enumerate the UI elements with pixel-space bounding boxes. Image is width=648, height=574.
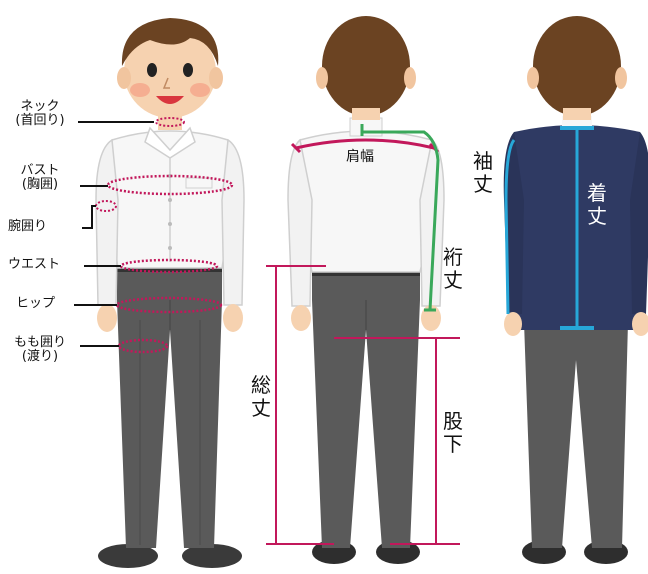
neck-label: ネック (首回り): [15, 99, 65, 129]
thigh-loop: [117, 338, 169, 354]
body-length-label: 着丈: [587, 181, 607, 228]
front-figure: [74, 18, 245, 568]
inseam-label: 股下: [443, 409, 463, 456]
hip-label: ヒップ: [16, 296, 56, 311]
thigh-label: もも囲り (渡り): [13, 335, 66, 365]
back-figure: [266, 16, 460, 564]
shoulder-width-line: [295, 138, 435, 150]
sleeve-length-label: 袖丈: [473, 149, 493, 196]
neck-loop: [155, 117, 185, 127]
hip-loop: [115, 296, 223, 314]
bust-label: バスト (胸囲): [20, 163, 60, 193]
jacket-figure: [503, 16, 648, 564]
arm-loop: [95, 200, 117, 212]
arm-leader: [82, 205, 96, 229]
bust-loop: [106, 174, 234, 196]
yuki-length-line: [360, 126, 440, 311]
sleeve-length-line: [504, 139, 516, 315]
waist-label: ウエスト: [8, 257, 61, 272]
arm-label: 腕囲り: [8, 219, 48, 234]
shoulder-width-label: 肩幅: [346, 149, 374, 165]
yuki-length-label: 裄丈: [443, 245, 463, 292]
total-length-label: 総丈: [251, 373, 271, 420]
waist-loop: [119, 258, 219, 274]
